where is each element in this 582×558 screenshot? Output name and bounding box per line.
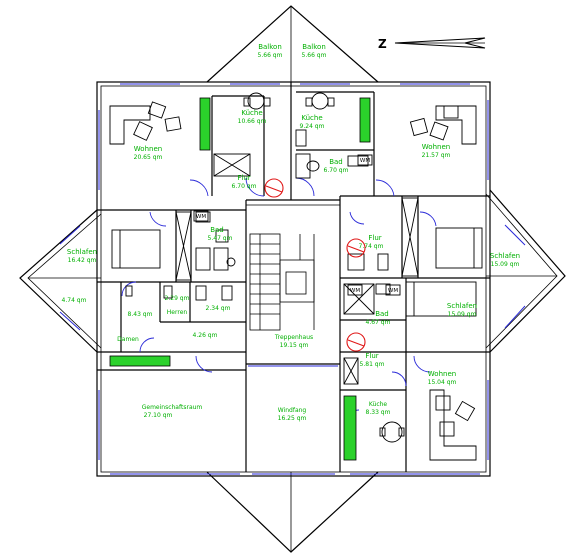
room-name: Küche — [369, 401, 388, 408]
room-name: Damen — [117, 336, 139, 343]
wm-label: WM — [388, 288, 398, 294]
room-area: 4.26 qm — [193, 332, 218, 339]
room-name: Bad — [329, 158, 343, 166]
markers — [264, 178, 366, 352]
room-area: 5.47 qm — [208, 235, 233, 242]
room-name: Bad — [210, 226, 224, 234]
room-area: 10.66 qm — [238, 118, 267, 125]
wm-label: WM — [196, 214, 206, 220]
room-area: 8.33 qm — [366, 409, 391, 416]
wm-label: WM — [350, 288, 360, 294]
room-area: 6.70 qm — [324, 167, 349, 174]
room-area: 27.10 qm — [144, 412, 173, 419]
room-area: 4.67 qm — [366, 319, 391, 326]
room-labels: Balkon 5.66 qm Balkon 5.66 qm Küche 10.6… — [62, 43, 521, 422]
room-name: Flur — [237, 174, 250, 182]
fixture-labels: WM WM WM WM — [193, 154, 401, 296]
detector-icon — [264, 178, 284, 198]
room-area: 5.81 qm — [360, 361, 385, 368]
room-area: 2.29 qm — [165, 295, 190, 302]
room-area: 4.74 qm — [62, 297, 87, 304]
room-name: Balkon — [258, 43, 282, 51]
detector-icon — [346, 332, 366, 352]
room-name: Wohnen — [428, 370, 456, 378]
interior-walls — [97, 82, 490, 472]
room-name: Flur — [365, 352, 378, 360]
wm-label: WM — [360, 158, 370, 164]
windows — [59, 83, 526, 475]
room-name: Gemeinschaftsraum — [142, 404, 203, 411]
room-area: 7.74 qm — [359, 243, 384, 250]
north-label: Z — [378, 37, 387, 51]
room-name: Herren — [167, 309, 188, 316]
room-name: Treppenhaus — [274, 334, 313, 341]
kitchen-counters — [109, 97, 371, 461]
north-arrow: Z — [378, 37, 486, 51]
room-area: 15.09 qm — [491, 261, 520, 268]
room-area: 9.24 qm — [300, 123, 325, 130]
staircase — [249, 233, 315, 331]
room-name: Flur — [368, 234, 381, 242]
furniture — [109, 92, 483, 461]
room-area: 20.65 qm — [134, 154, 163, 161]
room-name: Wohnen — [134, 145, 162, 153]
room-name: Balkon — [302, 43, 326, 51]
room-area: 5.66 qm — [302, 52, 327, 59]
room-area: 2.34 qm — [206, 305, 231, 312]
room-name: Küche — [301, 114, 322, 122]
room-area: 5.66 qm — [258, 52, 283, 59]
detector-icon — [346, 238, 366, 258]
room-name: Schlafen — [447, 302, 477, 310]
room-name: Windfang — [278, 407, 307, 414]
room-area: 16.25 qm — [278, 415, 307, 422]
room-area: 8.43 qm — [128, 311, 153, 318]
room-name: Wohnen — [422, 143, 450, 151]
room-area: 15.04 qm — [428, 379, 457, 386]
room-area: 6.70 qm — [232, 183, 257, 190]
room-name: Schlafen — [490, 252, 520, 260]
outer-walls — [19, 5, 566, 553]
room-area: 19.15 qm — [280, 342, 309, 349]
room-name: Küche — [241, 109, 262, 117]
room-name: Schlafen — [67, 248, 97, 256]
room-area: 21.57 qm — [422, 152, 451, 159]
room-area: 15.09 qm — [448, 311, 477, 318]
room-name: Bad — [375, 310, 389, 318]
room-area: 16.42 qm — [68, 257, 97, 264]
